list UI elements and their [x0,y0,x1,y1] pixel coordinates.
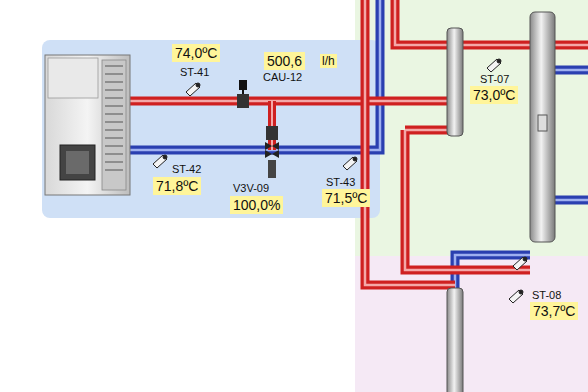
flow-meter [237,80,249,108]
value-readout: 73,7ºC [530,302,578,320]
tag-label: ST-41 [180,66,209,78]
value-text: 73,0ºC [473,87,515,103]
zone-ground [355,0,588,256]
boiler-zone [42,40,380,218]
tag-label: CAU-12 [263,71,302,83]
tag-label: l/h [320,54,337,68]
value-text: 74,0ºC [175,45,217,61]
tag-label: ST-42 [172,163,201,175]
value-readout: 74,0ºC [172,44,220,62]
tag-label: ST-08 [532,289,561,301]
tag-label: V3V-09 [233,182,269,194]
header-collector [530,12,555,242]
tag-label: ST-43 [326,176,355,188]
temperature-sensor [153,59,527,303]
return-pipes [130,0,588,290]
three-way-valve [265,126,279,178]
value-readout: 71,8ºC [153,177,201,195]
value-readout: 100,0% [230,196,283,214]
zone-ground [355,256,588,392]
value-readout: 73,0ºC [470,86,518,104]
value-text: 100,0% [233,197,280,213]
tag-label: ST-07 [480,73,509,85]
value-text: 71,5ºC [325,190,367,206]
value-text: 73,7ºC [533,303,575,319]
value-readout: 71,5ºC [322,189,370,207]
separator-cylinder [447,28,463,136]
separator-cylinder [447,288,463,392]
value-text: 500,6 [267,53,302,69]
supply-pipes [130,0,588,285]
boiler [45,55,130,195]
value-readout: 500,6 [264,52,305,70]
value-text: 71,8ºC [156,178,198,194]
